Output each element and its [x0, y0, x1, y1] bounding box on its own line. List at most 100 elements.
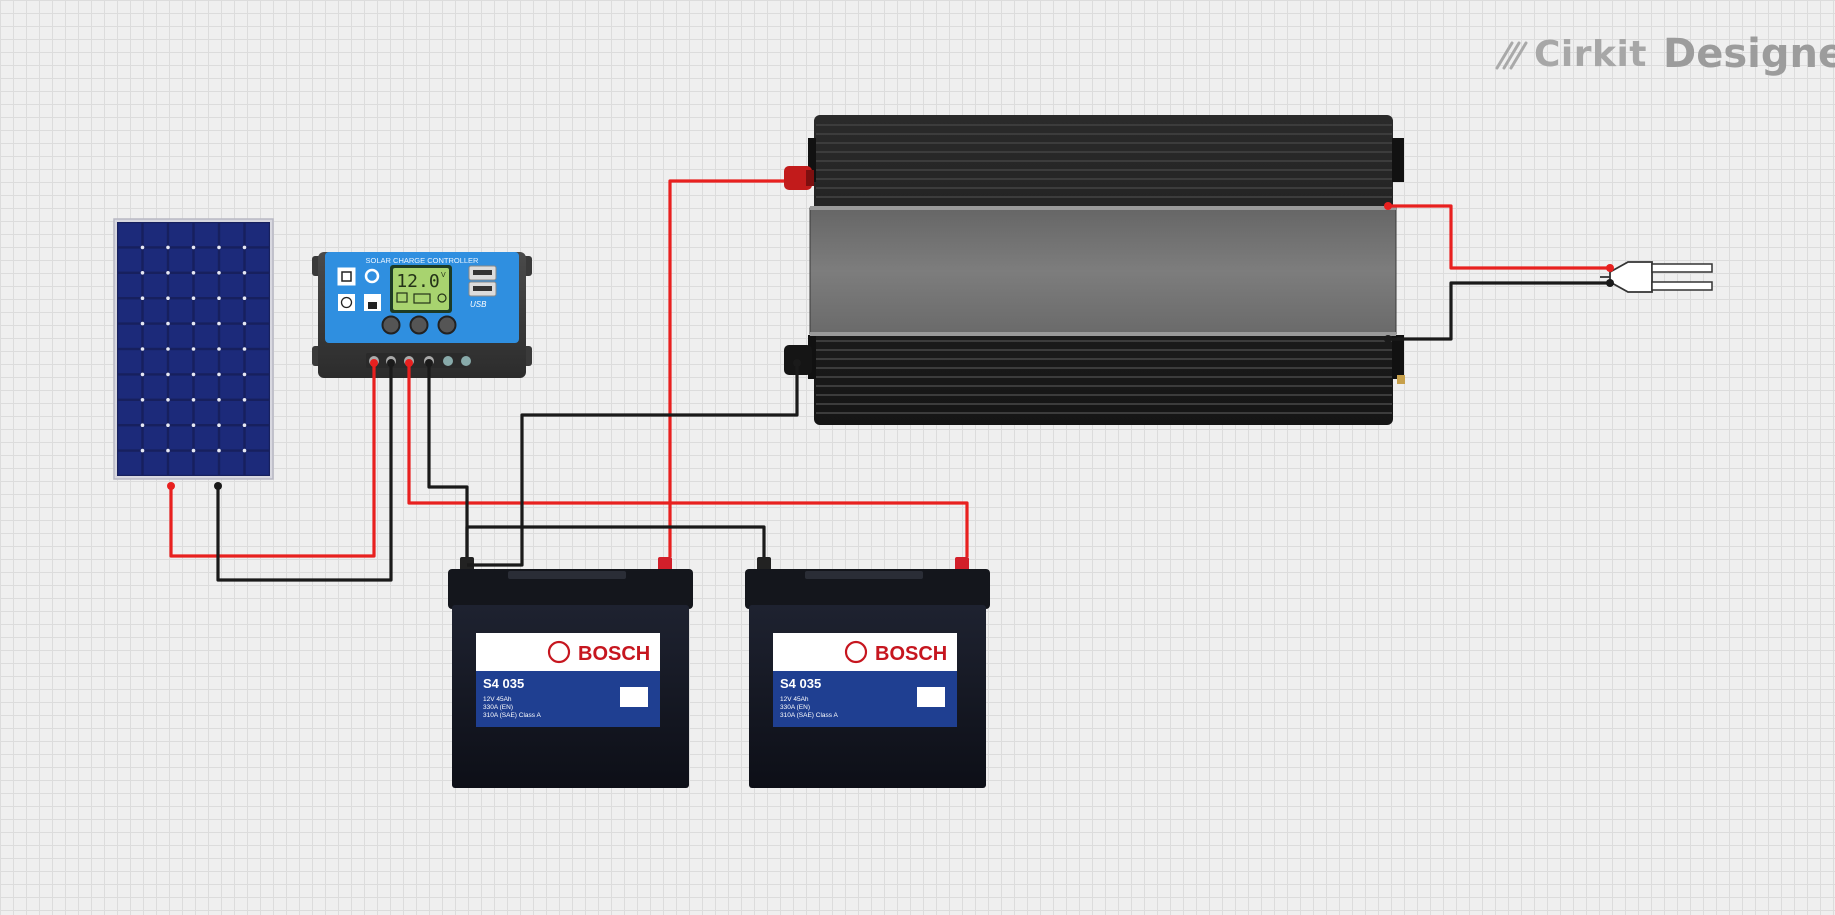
solar-cell: [245, 299, 269, 323]
bosch-logo-icon: [844, 640, 868, 664]
solar-cell: [143, 324, 167, 348]
battery-spec-1: 12V 45Ah: [780, 696, 809, 703]
cell-junction: [166, 448, 170, 453]
cell-junction: [166, 245, 170, 250]
solar-cell: [220, 248, 244, 272]
inverter-positive-terminal[interactable]: [784, 166, 812, 190]
fin-line: [816, 358, 1392, 360]
battery-spec-2: 330A (EN): [483, 704, 513, 711]
solar-cell: [169, 375, 193, 399]
down-button[interactable]: [437, 315, 457, 335]
battery-2[interactable]: BOSCH S4 035 12V 45Ah 330A (EN) 310A (SA…: [745, 557, 990, 788]
fin-line: [816, 151, 1392, 153]
fin-line: [816, 178, 1392, 180]
fin-line: [816, 160, 1392, 162]
solar-cell: [118, 375, 142, 399]
solar-cell: [194, 274, 218, 297]
solar-cell: [220, 274, 244, 297]
wire-battery-positive-bus: [407, 363, 969, 557]
battery-brand: BOSCH: [578, 643, 650, 665]
cell-junction: [166, 372, 170, 377]
barcode: [917, 687, 945, 707]
controller-terminals: [366, 353, 471, 368]
solar-cell: [169, 401, 193, 424]
solar-cell: [220, 350, 244, 374]
wire-ac-line: [1388, 204, 1610, 270]
cell-junction: [242, 372, 247, 377]
cell-junction: [140, 448, 145, 453]
solar-cell: [194, 223, 218, 247]
battery-spec-3: 310A (SAE) Class A: [780, 712, 838, 719]
solar-cell: [245, 324, 269, 348]
solar-cell: [245, 248, 269, 272]
controller-title: SOLAR CHARGE CONTROLLER: [366, 256, 480, 265]
cell-junction: [217, 423, 221, 428]
cell-junction: [140, 296, 145, 301]
mode-icon: [337, 267, 356, 286]
usb-label: USB: [470, 300, 487, 309]
brand-name-designer: Designer: [1663, 31, 1835, 77]
solar-cell: [143, 451, 167, 475]
fin-line: [816, 367, 1392, 369]
fin-line: [816, 142, 1392, 144]
solar-cell: [169, 248, 193, 272]
lcd-voltage: 12.0: [396, 271, 439, 292]
solar-cell: [245, 401, 269, 424]
solar-cell: [194, 248, 218, 272]
cell-junction: [242, 321, 247, 326]
solar-cell: [118, 324, 142, 348]
fin-line: [816, 385, 1392, 387]
lcd-bulb-icon: [437, 293, 447, 303]
wire-battery-negative-a: [427, 363, 469, 557]
battery-1[interactable]: BOSCH S4 035 12V 45Ah 330A (EN) 310A (SA…: [448, 557, 693, 788]
fin-line: [816, 133, 1392, 135]
solar-cell: [143, 426, 167, 450]
up-button[interactable]: [409, 315, 429, 335]
solar-cell: [143, 350, 167, 374]
cell-junction: [217, 398, 221, 402]
solar-cell: [169, 274, 193, 297]
wire-battery-negative-bus: [465, 525, 766, 557]
solar-panel[interactable]: [113, 218, 274, 480]
cell-junction: [140, 347, 145, 351]
cell-junction: [140, 372, 145, 377]
cell-junction: [242, 423, 247, 428]
solar-cell: [169, 324, 193, 348]
solar-cell: [194, 324, 218, 348]
cell-junction: [191, 245, 196, 250]
fin-line: [816, 394, 1392, 396]
solar-cell: [118, 451, 142, 475]
cirkit-designer-logo: Cirkit Designer: [1494, 26, 1835, 82]
fin-line: [816, 412, 1392, 414]
cell-junction: [242, 271, 247, 275]
cell-junction: [166, 347, 170, 351]
wires: [169, 179, 1610, 582]
power-inverter[interactable]: [784, 115, 1405, 425]
battery-spec-1: 12V 45Ah: [483, 696, 512, 703]
solar-cell: [220, 375, 244, 399]
menu-button[interactable]: [381, 315, 401, 335]
battery-spec-2: 330A (EN): [780, 704, 810, 711]
cell-junction: [140, 271, 145, 275]
battery-spec-3: 310A (SAE) Class A: [483, 712, 541, 719]
solar-cell: [143, 223, 167, 247]
solar-cell: [143, 401, 167, 424]
cell-junction: [242, 245, 247, 250]
fin-line: [816, 196, 1392, 198]
lcd-solar-icon: [396, 292, 408, 303]
fin-line: [816, 403, 1392, 405]
wire-inverter-negative: [467, 363, 799, 567]
solar-cell: [194, 350, 218, 374]
cell-junction: [166, 271, 170, 275]
battery-model: S4 035: [483, 676, 524, 691]
solar-cell: [169, 223, 193, 247]
solar-cell: [143, 299, 167, 323]
cell-junction: [166, 296, 170, 301]
cell-junction: [242, 448, 247, 453]
solar-cell: [118, 401, 142, 424]
cell-junction: [217, 347, 221, 351]
ac-plug[interactable]: [1600, 261, 1713, 293]
solar-cell: [169, 299, 193, 323]
charge-controller[interactable]: SOLAR CHARGE CONTROLLER 12.0 V USB: [312, 252, 532, 378]
